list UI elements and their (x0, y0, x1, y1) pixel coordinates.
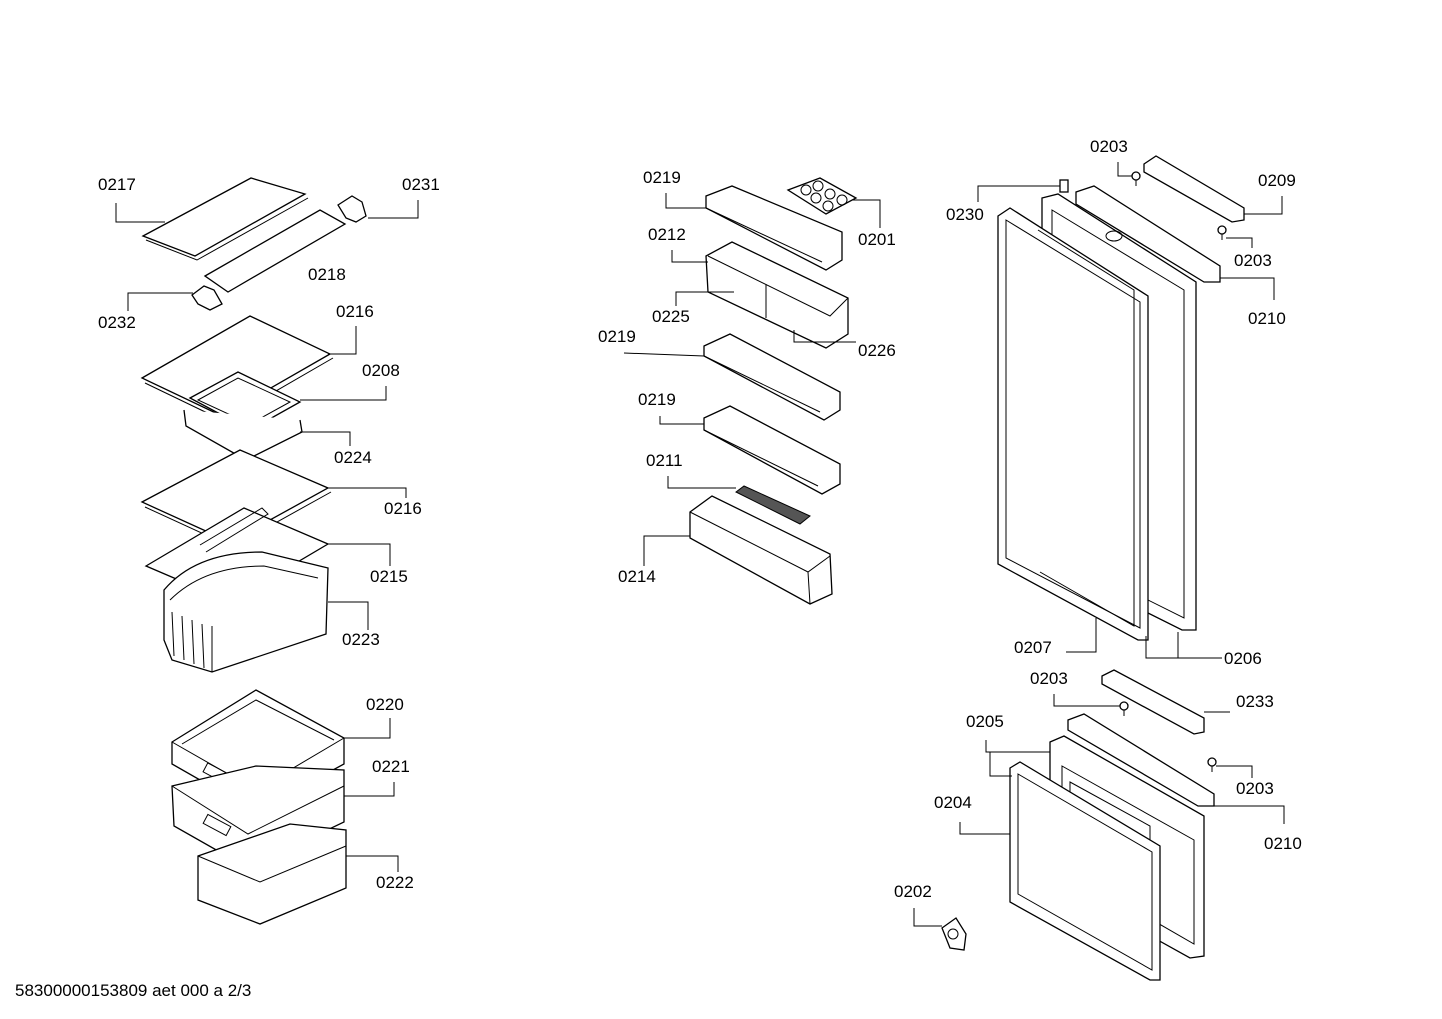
label-0215: 0215 (370, 567, 408, 586)
part-0201-egg-tray (786, 177, 858, 215)
label-0219-middle: 0219 (598, 327, 636, 346)
part-0231-clip (337, 195, 367, 223)
label-0220: 0220 (366, 695, 404, 714)
leader-lines-left (115, 200, 419, 872)
label-0207: 0207 (1014, 638, 1052, 657)
label-0211: 0211 (646, 451, 683, 470)
part-0218-glass-strip (203, 209, 347, 293)
part-0211-bottle-holder (735, 485, 811, 525)
label-0212: 0212 (648, 225, 686, 244)
part-0202-knob (941, 917, 967, 951)
label-0216-upper: 0216 (336, 302, 374, 321)
part-0203-screw-4 (1207, 757, 1217, 772)
part-0210-hinge-bracket-upper (1075, 185, 1221, 283)
label-0210-lower: 0210 (1264, 834, 1302, 853)
label-0219-lower: 0219 (638, 390, 676, 409)
part-0219-door-shelf-middle (703, 333, 841, 421)
part-0214-bottle-shelf (689, 495, 833, 605)
label-0208: 0208 (362, 361, 400, 380)
label-0226: 0226 (858, 341, 896, 360)
part-0232-clip (191, 285, 223, 311)
part-0233-rail (1101, 669, 1205, 735)
label-0204: 0204 (934, 793, 972, 812)
label-0224: 0224 (334, 448, 372, 467)
part-0203-screw-3 (1119, 701, 1129, 716)
label-0231: 0231 (402, 175, 440, 194)
part-0203-screw-2 (1217, 225, 1227, 240)
part-0203-screw-1 (1131, 171, 1141, 186)
part-0209-handle-rail (1143, 155, 1245, 223)
label-0203-top: 0203 (1090, 137, 1128, 156)
document-footer-id: 58300000153809 aet 000 a 2/3 (15, 981, 252, 1000)
label-0232: 0232 (98, 313, 136, 332)
part-0217-glass-shelf (141, 177, 309, 261)
label-0203-mid: 0203 (1030, 669, 1068, 688)
part-0207-gasket-upper (997, 207, 1149, 641)
label-0209: 0209 (1258, 171, 1296, 190)
label-0219-top: 0219 (643, 168, 681, 187)
leader-lines-right (913, 162, 1285, 927)
label-0218: 0218 (308, 265, 346, 284)
part-0204-gasket-lower (1009, 761, 1161, 981)
label-0214: 0214 (618, 567, 656, 586)
label-0201: 0201 (858, 230, 896, 249)
part-0219-door-shelf-lower (703, 405, 841, 495)
leader-lines-middle (623, 193, 881, 566)
label-0221: 0221 (372, 757, 410, 776)
part-0223-crisper-box (163, 551, 329, 673)
label-0233: 0233 (1236, 692, 1274, 711)
label-0216-lower: 0216 (384, 499, 422, 518)
label-0206: 0206 (1224, 649, 1262, 668)
label-0217: 0217 (98, 175, 136, 194)
label-0230: 0230 (946, 205, 984, 224)
label-0202: 0202 (894, 882, 932, 901)
part-0222-drawer (197, 823, 347, 925)
label-0205: 0205 (966, 712, 1004, 731)
label-0203-upper-right: 0203 (1234, 251, 1272, 270)
label-0210-upper: 0210 (1248, 309, 1286, 328)
part-0230-pin (1059, 179, 1069, 193)
label-0222: 0222 (376, 873, 414, 892)
label-0225: 0225 (652, 307, 690, 326)
label-0223: 0223 (342, 630, 380, 649)
label-0203-lower: 0203 (1236, 779, 1274, 798)
